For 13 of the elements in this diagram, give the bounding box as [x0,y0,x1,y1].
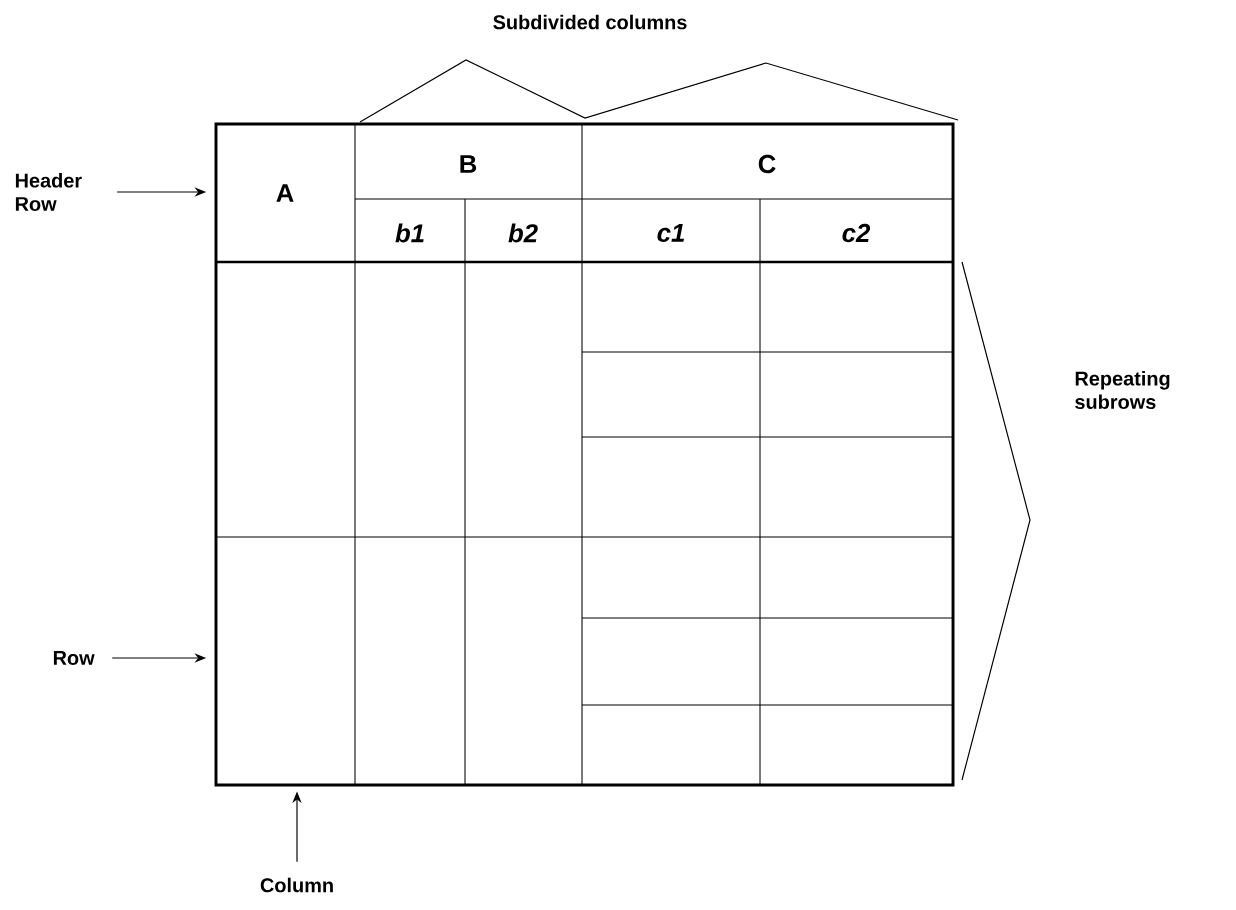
table-outline [214,122,955,787]
column-heading: A [276,184,294,202]
annotation-text: Column [260,877,333,893]
bracket-label: Repeating subrows [1075,371,1170,410]
annotation-text: Row [53,651,95,665]
column-heading: c2 [842,223,871,243]
annotation-text: Header Row [15,173,82,212]
column-heading: c1 [657,224,684,242]
column-heading: B [460,155,477,173]
bracket-label: Subdivided columns [493,14,687,30]
column-heading: b1 [395,223,424,243]
column-heading: C [758,154,776,174]
column-heading: b2 [508,223,538,243]
